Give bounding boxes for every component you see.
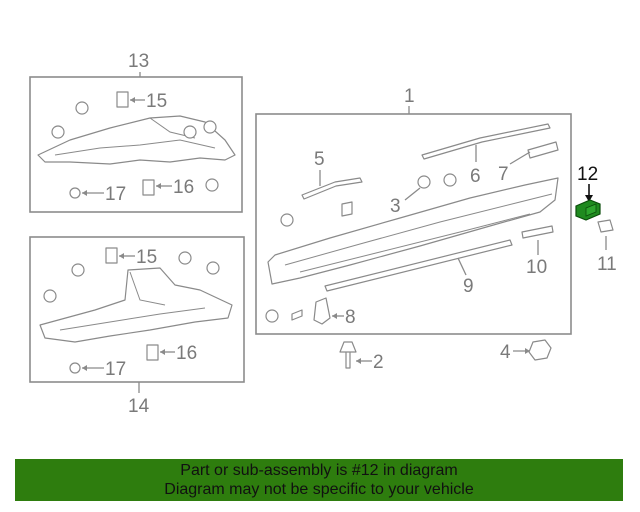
callout-16-top: 16: [173, 177, 194, 198]
callout-17-bottom: 17: [105, 359, 126, 380]
bracket-icon: [341, 201, 353, 217]
banner-line-1: Part or sub-assembly is #12 in diagram: [180, 462, 458, 479]
clip-12-highlight-icon: [575, 199, 601, 221]
nut-15-icon: [105, 247, 118, 264]
pin-2-icon: [339, 341, 357, 369]
callout-17-top: 17: [105, 184, 126, 205]
callout-3: 3: [390, 196, 401, 217]
clip-icon: [280, 213, 294, 227]
clip-icon: [69, 362, 81, 374]
clip-icon: [205, 178, 219, 192]
group-14: 14 15 16 17: [29, 236, 245, 417]
callout-6: 6: [470, 166, 481, 187]
bracket-8-icon: [313, 297, 331, 325]
part-7-icon: [527, 141, 559, 159]
clip-icon: [291, 309, 303, 321]
group-1: 1 6 5 7 3 9 10: [255, 86, 572, 335]
callout-13: 13: [128, 51, 149, 72]
callout-15-bottom: 15: [136, 247, 157, 268]
callout-9: 9: [463, 276, 474, 297]
info-banner: Part or sub-assembly is #12 in diagram D…: [15, 459, 623, 501]
callout-16-bottom: 16: [176, 343, 197, 364]
rocker-panel-icon: [267, 177, 559, 285]
clip-icon: [203, 120, 217, 134]
strip-9-icon: [324, 239, 513, 292]
callout-5: 5: [314, 149, 325, 170]
part-11-icon: [597, 219, 614, 233]
callout-14: 14: [128, 396, 150, 417]
clip-3-icon: [443, 173, 457, 187]
callout-1: 1: [404, 86, 415, 107]
clip-3-icon: [417, 175, 431, 189]
callout-12: 12: [577, 164, 598, 185]
callout-4: 4: [500, 342, 511, 363]
part-10-icon: [521, 225, 554, 239]
nut-15-icon: [116, 91, 129, 108]
nut-16-icon: [142, 179, 155, 196]
undercover-panel-14: [39, 267, 233, 343]
callout-8: 8: [345, 307, 356, 328]
clip-icon: [71, 263, 85, 277]
nut-16-icon: [146, 344, 159, 361]
callout-7: 7: [498, 164, 509, 185]
nut-4-icon: [528, 339, 552, 361]
callout-11: 11: [597, 254, 617, 275]
clip-icon: [43, 289, 57, 303]
trim-5-icon: [301, 177, 363, 200]
parts-diagram: 13 15 16 17 14: [29, 51, 617, 417]
screw-icon: [265, 309, 279, 323]
clip-icon: [69, 187, 81, 199]
callout-15-top: 15: [146, 91, 167, 112]
clip-icon: [206, 261, 220, 275]
group-13: 13 15 16 17: [29, 51, 243, 213]
clip-icon: [51, 125, 65, 139]
molding-6-icon: [421, 123, 551, 160]
banner-line-2: Diagram may not be specific to your vehi…: [164, 481, 474, 498]
clip-icon: [183, 125, 197, 139]
callout-2: 2: [373, 352, 384, 373]
clip-icon: [75, 101, 89, 115]
clip-icon: [178, 251, 192, 265]
callout-10: 10: [526, 257, 547, 278]
